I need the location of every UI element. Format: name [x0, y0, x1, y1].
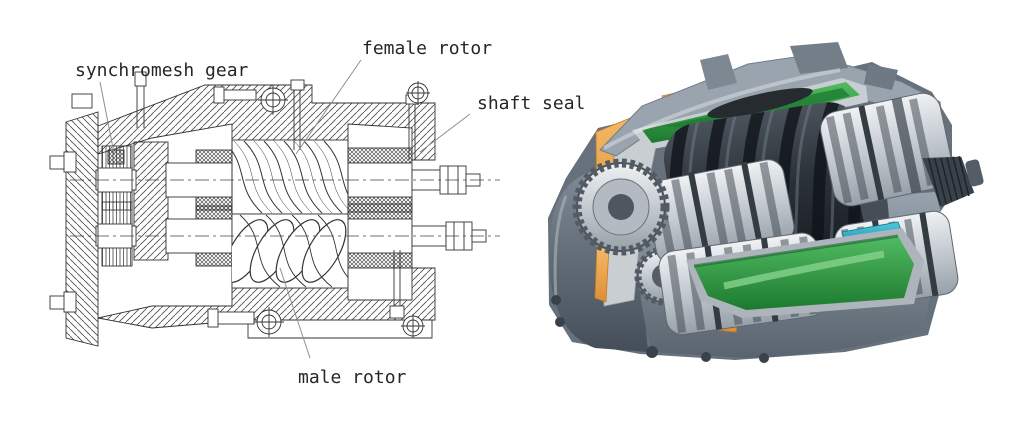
bearing-stack-upper-left: [645, 159, 795, 264]
leader-shaft-seal: [419, 113, 471, 153]
leader-male-rotor: [279, 267, 311, 359]
label-male-rotor: male rotor: [298, 367, 407, 388]
output-shaft: [922, 155, 984, 208]
label-shaft-seal: shaft seal: [477, 93, 585, 114]
housing-top: [97, 84, 436, 161]
section-bolt-symbols: [254, 81, 430, 338]
cover-bolt-top: [71, 93, 93, 109]
annotation-layer: synchromesh gear female rotor shaft seal…: [75, 38, 585, 388]
cutaway-render: [548, 42, 984, 363]
centerlines: [70, 179, 500, 237]
mounting-lugs: [700, 42, 898, 90]
label-female-rotor: female rotor: [362, 38, 492, 59]
engineering-drawing: [49, 71, 500, 347]
male-rotor-drawing: [231, 213, 349, 289]
label-synchromesh-gear: synchromesh gear: [75, 60, 249, 81]
casing-bolt-heads: [551, 295, 769, 363]
oil-channel-bottom: [686, 228, 924, 318]
gear-support-block: [133, 141, 169, 261]
leader-synchromesh-gear: [99, 81, 115, 154]
housing-foot: [247, 319, 433, 339]
timing-gear: [572, 158, 670, 256]
bearing-stack-upper-right: [820, 92, 954, 207]
leader-female-rotor: [295, 59, 362, 155]
